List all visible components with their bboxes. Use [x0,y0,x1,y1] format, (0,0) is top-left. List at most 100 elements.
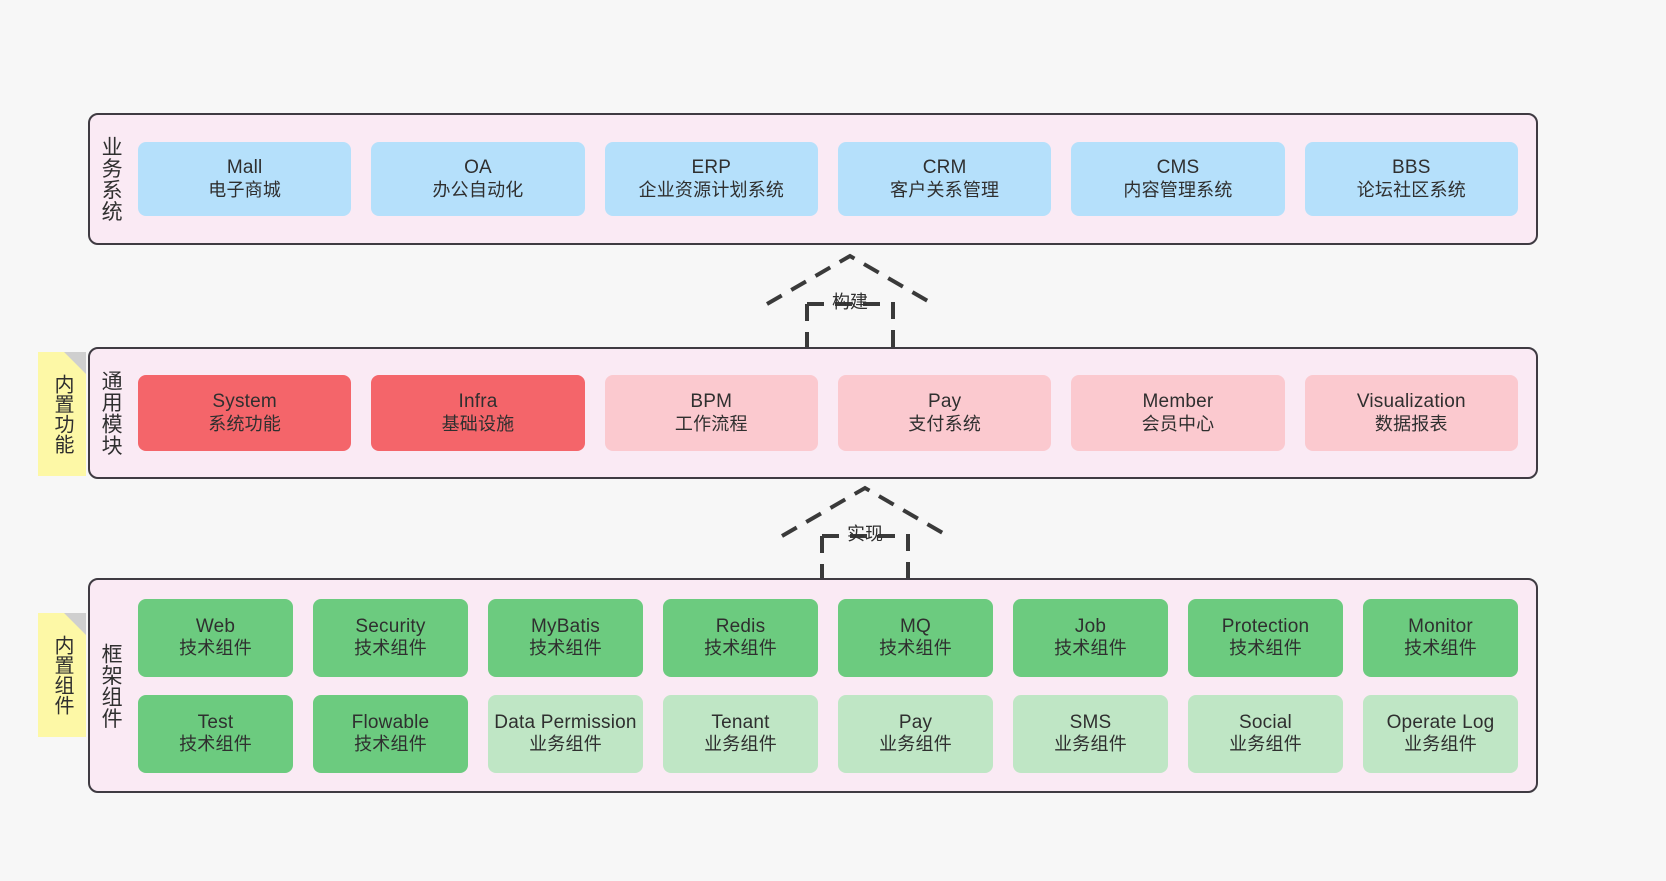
layer-label-framework: 框架组件 [99,642,123,729]
node-title: Visualization [1356,391,1466,413]
node-row: Web 技术组件 Security 技术组件 MyBatis 技术组件 Redi… [138,598,1518,677]
node-mq[interactable]: MQ 技术组件 [838,598,993,677]
node-visualization[interactable]: Visualization 数据报表 [1304,375,1518,451]
node-bbs[interactable]: BBS 论坛社区系统 [1304,142,1518,216]
node-member[interactable]: Member 会员中心 [1071,375,1285,451]
node-subtitle: 技术组件 [179,638,252,659]
sticky-note-builtin-features: 内置功能 [38,352,86,476]
node-mall[interactable]: Mall 电子商城 [138,142,352,216]
node-web[interactable]: Web 技术组件 [138,598,293,677]
node-subtitle: 基础设施 [441,413,515,434]
connector-label-implement: 实现 [847,524,883,544]
node-subtitle: 会员中心 [1141,413,1215,434]
node-subtitle: 业务组件 [879,734,952,755]
node-title: System [212,391,277,413]
node-subtitle: 支付系统 [908,413,982,434]
node-redis[interactable]: Redis 技术组件 [663,598,818,677]
node-title: Security [355,615,426,637]
layer-business-systems: 业务系统 Mall 电子商城 OA 办公自动化 ERP 企业资源计划系统 CRM… [88,113,1538,245]
node-title: MQ [899,615,931,637]
node-social[interactable]: Social 业务组件 [1188,694,1343,773]
node-row: Test 技术组件 Flowable 技术组件 Data Permission … [138,694,1518,773]
layer-body-framework: Web 技术组件 Security 技术组件 MyBatis 技术组件 Redi… [130,580,1536,791]
node-system[interactable]: System 系统功能 [138,375,352,451]
node-oa[interactable]: OA 办公自动化 [371,142,585,216]
node-monitor[interactable]: Monitor 技术组件 [1363,598,1518,677]
sticky-note-text: 内置功能 [51,374,73,454]
layer-common-modules: 通用模块 System 系统功能 Infra 基础设施 BPM 工作流程 Pay… [88,347,1538,479]
node-subtitle: 技术组件 [1404,638,1477,659]
node-subtitle: 业务组件 [704,734,777,755]
node-title: BBS [1391,157,1431,179]
node-sms[interactable]: SMS 业务组件 [1013,694,1168,773]
node-subtitle: 办公自动化 [432,179,524,200]
node-row: Mall 电子商城 OA 办公自动化 ERP 企业资源计划系统 CRM 客户关系… [138,142,1518,216]
node-subtitle: 内容管理系统 [1123,179,1233,200]
node-operate-log[interactable]: Operate Log 业务组件 [1363,694,1518,773]
node-title: Infra [458,391,498,413]
node-title: MyBatis [531,615,600,637]
node-title: Tenant [711,711,770,733]
node-security[interactable]: Security 技术组件 [313,598,468,677]
node-subtitle: 论坛社区系统 [1356,179,1466,200]
node-title: Pay [927,391,962,413]
node-tenant[interactable]: Tenant 业务组件 [663,694,818,773]
node-title: Test [197,711,234,733]
node-title: Job [1074,615,1107,637]
layer-body-common: System 系统功能 Infra 基础设施 BPM 工作流程 Pay 支付系统… [130,349,1536,477]
node-title: CMS [1156,157,1200,179]
layer-label-business: 业务系统 [99,136,123,222]
node-erp[interactable]: ERP 企业资源计划系统 [604,142,818,216]
node-title: Mall [226,157,263,179]
node-flowable[interactable]: Flowable 技术组件 [313,694,468,773]
node-subtitle: 电子商城 [208,179,282,200]
layer-label-common: 通用模块 [99,370,123,456]
node-pay-module[interactable]: Pay 支付系统 [837,375,1052,451]
node-title: BPM [690,391,733,413]
node-title: Monitor [1408,615,1473,637]
node-row: System 系统功能 Infra 基础设施 BPM 工作流程 Pay 支付系统… [138,375,1518,451]
node-title: ERP [691,157,732,179]
node-cms[interactable]: CMS 内容管理系统 [1071,142,1285,216]
node-subtitle: 技术组件 [879,638,952,659]
connector-implement: 实现 [760,480,970,586]
node-title: Social [1239,711,1292,733]
node-title: Web [195,615,236,637]
node-title: SMS [1069,711,1112,733]
sticky-note-builtin-components: 内置组件 [38,613,86,737]
node-title: Protection [1221,615,1310,637]
generalization-arrow-icon [780,485,950,586]
sticky-fold-icon [64,352,86,374]
node-subtitle: 技术组件 [354,734,427,755]
node-subtitle: 业务组件 [1054,734,1127,755]
node-job[interactable]: Job 技术组件 [1013,598,1168,677]
node-title: Data Permission [494,711,637,733]
layer-framework-components: 框架组件 Web 技术组件 Security 技术组件 MyBatis 技术组件… [88,578,1538,793]
node-title: OA [464,157,492,179]
node-subtitle: 客户关系管理 [890,179,1000,200]
node-subtitle: 工作流程 [674,413,748,434]
node-subtitle: 技术组件 [179,734,252,755]
node-subtitle: 企业资源计划系统 [638,179,785,200]
node-test[interactable]: Test 技术组件 [138,694,293,773]
node-subtitle: 系统功能 [208,413,282,434]
connector-label-build: 构建 [832,292,868,312]
node-data-permission[interactable]: Data Permission 业务组件 [488,694,643,773]
node-title: Pay [898,711,933,733]
node-subtitle: 技术组件 [1229,638,1302,659]
node-protection[interactable]: Protection 技术组件 [1188,598,1343,677]
node-title: Redis [715,615,766,637]
node-infra[interactable]: Infra 基础设施 [371,375,585,451]
node-title: Operate Log [1386,711,1495,733]
layer-body-business: Mall 电子商城 OA 办公自动化 ERP 企业资源计划系统 CRM 客户关系… [130,115,1536,243]
node-bpm[interactable]: BPM 工作流程 [604,375,818,451]
node-crm[interactable]: CRM 客户关系管理 [837,142,1052,216]
node-subtitle: 技术组件 [1054,638,1127,659]
node-subtitle: 业务组件 [529,734,602,755]
connector-build: 构建 [745,248,955,354]
node-title: Member [1142,391,1214,413]
node-subtitle: 技术组件 [704,638,777,659]
sticky-fold-icon [64,613,86,635]
node-mybatis[interactable]: MyBatis 技术组件 [488,598,643,677]
node-pay-component[interactable]: Pay 业务组件 [838,694,993,773]
